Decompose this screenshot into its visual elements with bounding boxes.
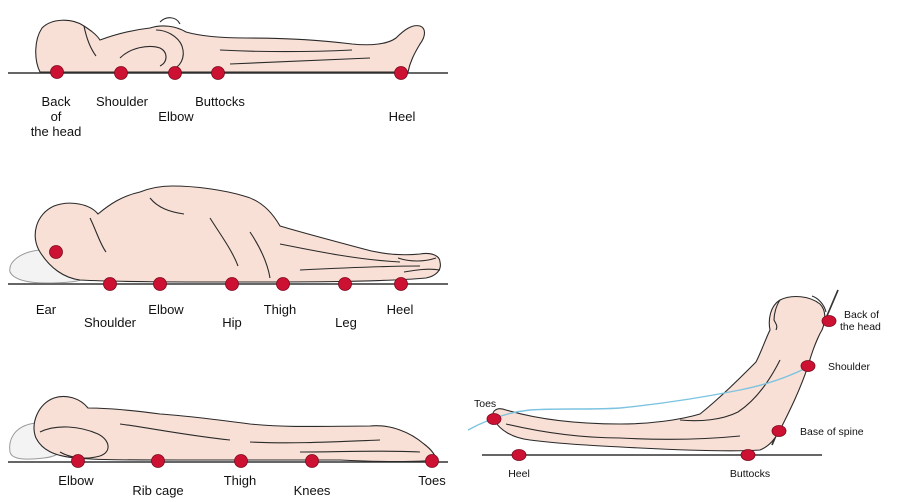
sitting-toes-dot <box>487 414 501 425</box>
lateral-shoulder-label: Shoulder <box>84 316 136 330</box>
lateral-heel-dot <box>395 278 408 291</box>
supine-heel-dot <box>395 67 408 80</box>
lateral-figure <box>8 186 448 291</box>
supine-heel-label: Heel <box>389 110 416 124</box>
sitting-shoulder-label: Shoulder <box>828 362 870 373</box>
lateral-ear-label: Ear <box>36 303 56 317</box>
prone-toes-label: Toes <box>418 474 445 488</box>
sitting-back-of-head-label-2: the head <box>840 322 881 333</box>
supine-buttocks-label: Buttocks <box>195 95 245 109</box>
sitting-base-of-spine-label: Base of spine <box>800 427 864 438</box>
supine-shoulder-label: Shoulder <box>96 95 148 109</box>
sitting-back-of-head-dot <box>822 316 836 327</box>
sitting-buttocks-dot <box>741 450 755 461</box>
prone-rib-cage-dot <box>152 455 165 468</box>
lateral-elbow-dot <box>154 278 167 291</box>
prone-knees-label: Knees <box>294 484 331 498</box>
sitting-base-of-spine-dot <box>772 426 786 437</box>
lateral-shoulder-dot <box>104 278 117 291</box>
supine-back-of-head-label-1: Back <box>42 95 71 109</box>
lateral-leg-dot <box>339 278 352 291</box>
prone-elbow-label: Elbow <box>58 474 93 488</box>
lateral-body <box>35 186 440 282</box>
lateral-hip-dot <box>226 278 239 291</box>
sitting-heel-dot <box>512 450 526 461</box>
supine-elbow-label: Elbow <box>158 110 193 124</box>
lateral-thigh-dot <box>277 278 290 291</box>
sitting-toes-label: Toes <box>474 399 496 410</box>
sitting-buttocks-label: Buttocks <box>730 469 770 480</box>
prone-figure <box>8 396 448 467</box>
prone-thigh-dot <box>235 455 248 468</box>
sitting-figure <box>468 290 838 461</box>
prone-knees-dot <box>306 455 319 468</box>
sitting-shoulder-dot <box>801 361 815 372</box>
supine-shoulder-dot <box>115 67 128 80</box>
supine-back-of-head-label-3: the head <box>31 125 82 139</box>
supine-back-of-head-dot <box>51 66 64 79</box>
lateral-elbow-label: Elbow <box>148 303 183 317</box>
lateral-leg-label: Leg <box>335 316 357 330</box>
sitting-heel-label: Heel <box>508 469 530 480</box>
supine-buttocks-dot <box>212 67 225 80</box>
prone-thigh-label: Thigh <box>224 474 257 488</box>
supine-back-of-head-label-2: of <box>51 110 62 124</box>
prone-toes-dot <box>426 455 439 468</box>
supine-figure <box>8 18 448 80</box>
prone-rib-cage-label: Rib cage <box>132 484 183 498</box>
lateral-hip-label: Hip <box>222 316 242 330</box>
lateral-ear-dot <box>50 246 63 259</box>
lateral-heel-label: Heel <box>387 303 414 317</box>
lateral-thigh-label: Thigh <box>264 303 297 317</box>
sitting-back-of-head-label-1: Back of <box>844 310 879 321</box>
supine-elbow-dot <box>169 67 182 80</box>
prone-elbow-dot <box>72 455 85 468</box>
